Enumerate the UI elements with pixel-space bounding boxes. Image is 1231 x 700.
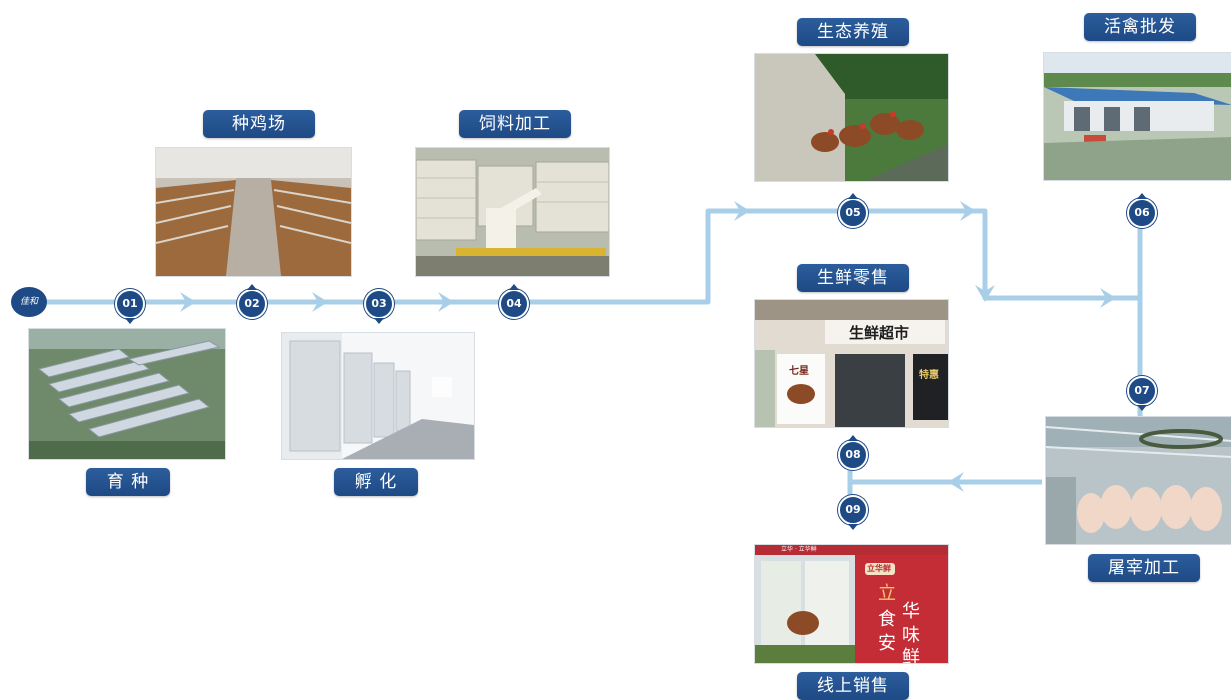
step-badge-08: 08	[838, 435, 868, 470]
step-badge-09-pointer	[848, 524, 858, 530]
step-badge-08-pointer	[848, 435, 858, 441]
step-badge-03-pointer	[374, 318, 384, 324]
step-badge-02-pointer	[247, 284, 257, 290]
step-badge-01-number: 01	[122, 297, 138, 310]
step-badge-04: 04	[499, 284, 529, 319]
photo-breeder-farm	[155, 147, 352, 277]
online-big-text-5: 味	[902, 625, 920, 646]
store-window-text: 特惠	[919, 370, 939, 381]
step-badge-07-pointer	[1137, 405, 1147, 411]
company-logo: 佳和	[11, 287, 47, 317]
step-badge-04-number: 04	[506, 297, 522, 310]
store-poster-text: 七星	[789, 366, 809, 377]
photo-breeding	[28, 328, 226, 460]
step-label-breeding: 育 种	[86, 468, 170, 496]
flow-arrow-4	[734, 201, 750, 221]
photo-online-sales: 立华 · 立华鲜 立华鲜 立 华 食 安 味 鲜	[754, 544, 949, 664]
step-label-slaughter-processing: 屠宰加工	[1088, 554, 1200, 582]
flow-arrow-6	[975, 285, 995, 302]
step-label-live-poultry-wholesale: 活禽批发	[1084, 13, 1196, 41]
step-label-eco-farming: 生态养殖	[797, 18, 909, 46]
step-label-breeder-farm: 种鸡场	[203, 110, 315, 138]
online-header-text: 立华 · 立华鲜	[781, 546, 817, 553]
photo-feed-processing	[415, 147, 610, 277]
step-badge-03: 03	[364, 289, 394, 324]
online-brand-badge: 立华鲜	[867, 564, 891, 573]
online-big-text-1: 立	[878, 583, 896, 604]
step-label-feed-processing: 饲料加工	[459, 110, 571, 138]
step-badge-06: 06	[1127, 193, 1157, 228]
step-badge-01: 01	[115, 289, 145, 324]
step-label-hatching: 孵 化	[334, 468, 418, 496]
photo-live-poultry-wholesale	[1043, 52, 1231, 181]
step-badge-06-pointer	[1137, 193, 1147, 199]
step-badge-02-number: 02	[244, 297, 260, 310]
online-big-text-2: 华	[902, 601, 920, 622]
step-badge-09: 09	[838, 495, 868, 530]
flow-arrow-9	[948, 472, 964, 492]
online-big-text-6: 鲜	[902, 647, 920, 664]
flow-arrow-7	[1100, 288, 1116, 308]
company-logo-text: 佳和	[19, 297, 38, 307]
flow-arrow-1	[180, 292, 196, 312]
step-badge-02: 02	[237, 284, 267, 319]
step-badge-01-pointer	[125, 318, 135, 324]
photo-fresh-retail-store: 生鲜超市 七星 特惠	[754, 299, 949, 428]
step-badge-07-number: 07	[1134, 384, 1150, 397]
step-label-fresh-retail: 生鲜零售	[797, 264, 909, 292]
step-badge-04-pointer	[509, 284, 519, 290]
step-badge-03-number: 03	[371, 297, 387, 310]
step-badge-05-pointer	[848, 193, 858, 199]
online-big-text-3: 食	[878, 609, 896, 630]
flow-arrow-5	[960, 201, 976, 221]
online-big-text-4: 安	[878, 633, 896, 654]
flow-line-return	[847, 479, 1042, 510]
flow-arrow-3	[438, 292, 454, 312]
step-badge-06-number: 06	[1134, 206, 1150, 219]
step-label-online-sales: 线上销售	[797, 672, 909, 700]
step-badge-05: 05	[838, 193, 868, 228]
step-badge-05-number: 05	[845, 206, 861, 219]
store-sign-text: 生鲜超市	[849, 324, 910, 342]
photo-eco-farming	[754, 53, 949, 182]
photo-hatching	[281, 332, 475, 460]
step-badge-09-number: 09	[845, 503, 861, 516]
flow-arrow-2	[312, 292, 328, 312]
step-badge-07: 07	[1127, 376, 1157, 411]
step-badge-08-number: 08	[845, 448, 861, 461]
photo-slaughter-processing	[1045, 416, 1231, 545]
